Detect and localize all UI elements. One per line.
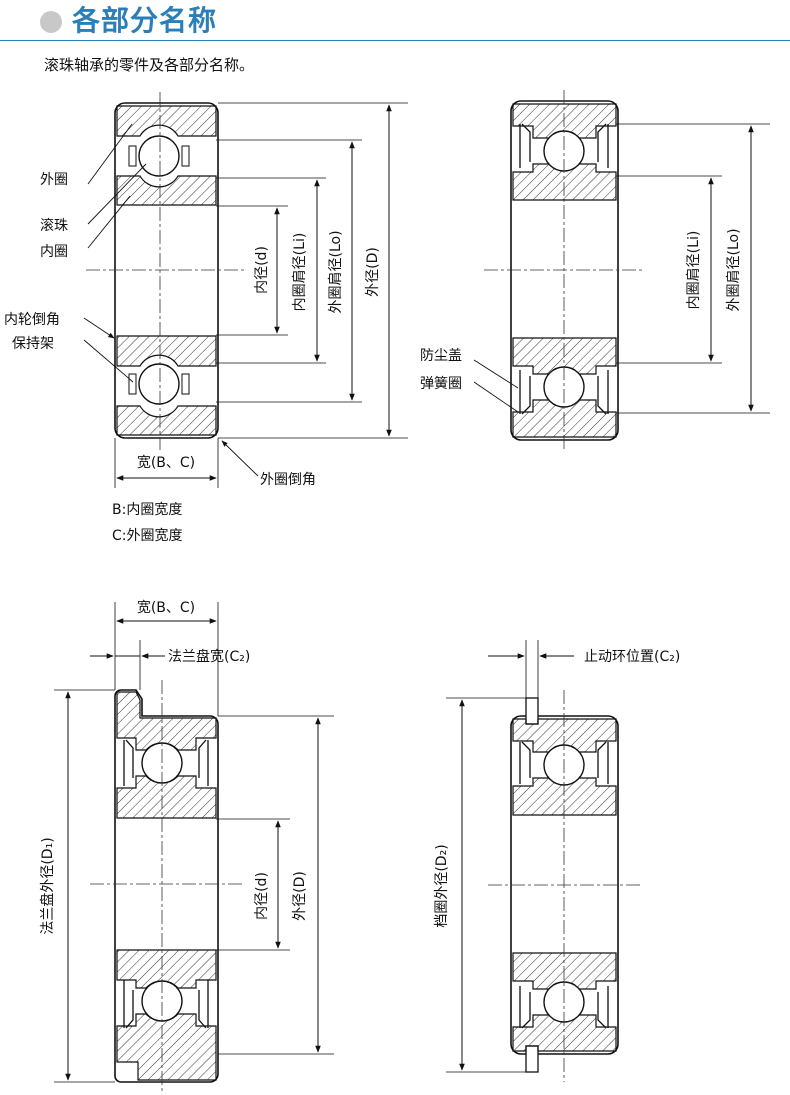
label-outer-chamfer: 外圈倒角 [260,472,316,488]
label-outer-shoulder: 外圈肩径(Lo) [328,230,344,313]
label-flange-diameter: 法兰盘外径(D₁) [39,837,56,934]
figure-flanged-bearing: 宽(B、C) 法兰盘宽(C₂) 法兰盘外径(D₁) 内径(d) 外径(D) [39,599,334,1092]
title-rule [0,40,790,41]
label-inner-chamfer: 内轮倒角 [4,312,60,328]
note-inner-width: B:内圈宽度 [112,501,182,518]
label-inner-diameter-3: 内径(d) [254,872,270,920]
section-title: 各部分名称 [72,4,218,37]
label-outer-shoulder-2: 外圈肩径(Lo) [726,228,742,311]
section-header: 各部分名称 [0,0,790,44]
label-ball: 滚珠 [40,217,68,234]
label-inner-diameter: 内径(d) [254,246,270,294]
label-outer-diameter-3: 外径(D) [292,871,308,921]
figure-open-bearing: 内径(d) 内圈肩径(Li) 外圈肩径(Lo) 外径(D) 宽(B、C) 外圈 … [4,92,408,544]
note-outer-width: C:外圈宽度 [112,527,183,544]
label-width-3: 宽(B、C) [137,599,195,616]
label-inner-ring: 内圈 [40,244,68,260]
label-shield: 防尘盖 [420,348,462,364]
label-snap-ring: 弹簧圈 [420,376,462,392]
figure-shielded-bearing: 内圈肩径(Li) 外圈肩径(Lo) 防尘盖 弹簧圈 [420,90,770,452]
label-outer-ring: 外圈 [40,172,68,188]
label-width: 宽(B、C) [137,454,195,471]
label-flange-width: 法兰盘宽(C₂) [168,648,250,665]
figure-stop-ring-bearing: 止动环位置(C₂) 档圈外径(D₂) [434,640,680,1082]
label-cage: 保持架 [12,336,54,352]
bullet-icon [40,11,62,33]
label-inner-shoulder-2: 内圈肩径(Li) [686,231,702,310]
label-inner-shoulder: 内圈肩径(Li) [292,233,308,312]
section-subtitle: 滚珠轴承的零件及各部分名称。 [44,56,255,74]
label-ring-diameter: 档圈外径(D₂) [434,844,450,927]
label-outer-diameter: 外径(D) [365,247,381,297]
label-stop-ring-position: 止动环位置(C₂) [584,649,680,665]
